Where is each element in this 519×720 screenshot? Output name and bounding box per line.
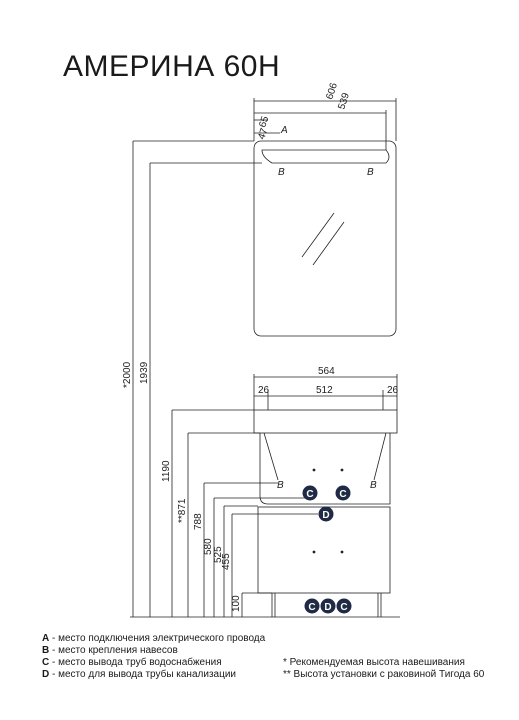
marker-c-floor-2-label: C [340,602,347,613]
dim-26-right: 26 [387,385,399,396]
dim-100: 100 [231,595,242,612]
dim-65: 65 [257,115,271,129]
connection-dot [312,550,316,554]
marker-d-floor [320,598,336,614]
marker-c-right [335,485,351,501]
marker-c-right-label: C [339,489,346,500]
marker-d-upper [318,506,334,522]
label-b-mirror-left: B [278,167,285,178]
product-title: АМЕРИНА 60Н [63,50,281,83]
note-recommended-height: * Рекомендуемая высота навешивания [283,657,465,668]
marker-c-floor-2 [336,598,352,614]
dim-1190: 1190 [161,460,172,482]
dim-564: 564 [318,366,335,377]
connection-dot [340,550,344,554]
dim-1939: 1939 [139,361,150,384]
dim-512: 512 [316,385,333,396]
marker-c-floor-1 [304,598,320,614]
notes: * Рекомендуемая высота навешивания ** Вы… [283,657,484,681]
note-install-height: ** Высота установки с раковиной Тигода 6… [283,669,485,680]
dim-47: 47 [256,127,270,141]
marker-c-left [302,485,318,501]
marker-d-floor-label: D [324,602,331,613]
label-b-cabinet-right: B [370,480,377,491]
marker-c-floor-1-label: C [308,602,315,613]
legend-item: B - место крепления навесов [42,645,178,656]
dim-525: 525 [213,546,224,563]
connection-dot [340,468,344,472]
legend: A - место подключения электрического про… [42,633,265,681]
basin-top [253,409,398,434]
mirror-outline [253,140,397,337]
mirror-light-shelf [261,149,390,164]
legend-item: D - место для вывода трубы канализации [42,669,236,680]
connection-dot [312,468,316,472]
legend-item: C - место вывода труб водоснабжения [42,657,222,668]
dim-539: 539 [336,91,352,111]
marker-d-upper-label: D [322,510,329,521]
legend-item: A - место подключения электрического про… [42,633,266,644]
label-b-mirror-right: B [367,167,374,178]
label-b-cabinet-left: B [277,480,284,491]
label-a: A [280,125,288,136]
dim-871: **871 [177,498,188,523]
dim-606: 606 [324,81,340,101]
cabinet-body [259,433,391,505]
mirror-glare [301,212,335,258]
dim-2000: *2000 [122,361,133,388]
marker-c-left-label: C [306,489,313,500]
dim-455: 455 [221,553,232,570]
dim-580: 580 [203,538,214,555]
dim-788: 788 [193,513,204,530]
dim-26-left: 26 [258,385,270,396]
